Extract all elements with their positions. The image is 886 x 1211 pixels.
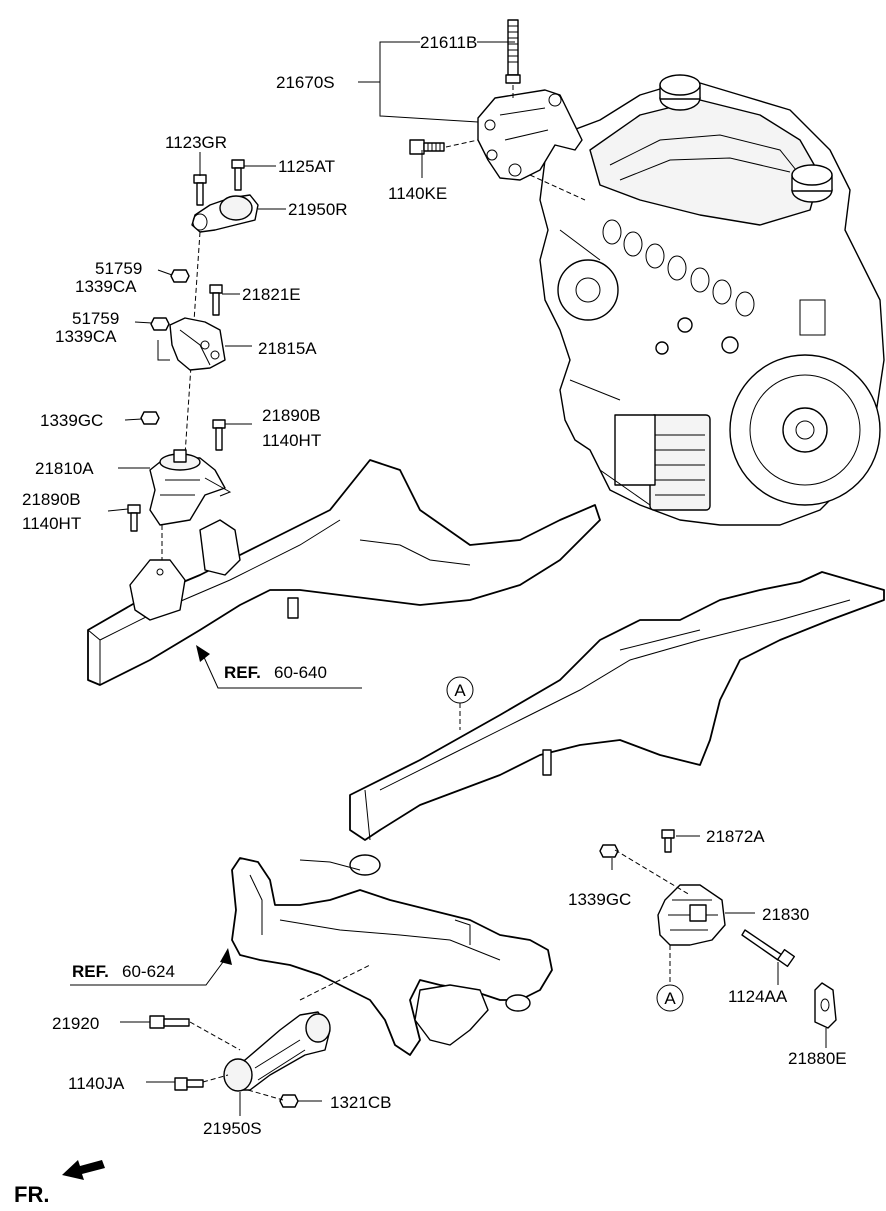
label-1339CA-lower: 1339CA [55,327,117,346]
bolt-1140KE [409,139,445,155]
side-member-rail-right [349,571,885,841]
nut-1339GC-left [140,411,160,425]
label-1339GC-right: 1339GC [568,890,631,909]
side-member-rail [87,459,601,686]
label-21880E: 21880E [788,1049,847,1068]
ref-60-624-number: 60-624 [122,962,175,981]
label-21815A: 21815A [258,339,317,358]
engine-mount-21810A [149,449,226,526]
label-1140HT-lower: 1140HT [22,514,81,533]
label-21950S: 21950S [203,1119,262,1138]
ref-60-640-number: 60-640 [274,663,327,682]
bolt-21920 [149,1015,190,1029]
label-1140KE: 1140KE [388,184,447,203]
bolt-1140HT-lower [127,504,141,532]
label-21611B: 21611B [420,33,477,52]
label-21920: 21920 [52,1014,99,1033]
label-1123GR: 1123GR [165,133,227,152]
transmission-mount-21830 [657,884,726,946]
exhaust-port-row [602,219,755,317]
label-21830: 21830 [762,905,809,924]
nut-1339CA-upper [170,269,190,283]
label-21950R: 21950R [288,200,348,219]
nut-1339CA-lower [150,317,170,331]
marker-a-lower-label: A [664,989,676,1008]
mount-bracket-21950R [191,194,259,233]
label-21670S: 21670S [276,73,335,92]
label-1321CB: 1321CB [330,1093,391,1112]
label-1339CA-upper: 1339CA [75,277,137,296]
mount-bracket-21815A [169,317,226,371]
label-21821E: 21821E [242,285,301,304]
stud-21611B [505,19,521,84]
front-subframe [231,854,553,1056]
nut-1339GC-right [599,844,619,858]
engine-assembly [539,74,885,526]
bolt-1140JA [174,1077,204,1091]
label-1339GC-left: 1339GC [40,411,103,430]
label-21890B-upper: 21890B [262,406,321,425]
bolt-1125AT [231,159,245,191]
ref-arrow-60-624 [70,948,232,986]
part-labels: 21611B 21670S 1140KE 1123GR 1125AT 21950… [14,33,847,1207]
ref-60-640-prefix: REF. [224,663,261,682]
label-21872A: 21872A [706,827,765,846]
label-51759-lower: 51759 [72,309,119,328]
ref-60-624-prefix: REF. [72,962,109,981]
bolt-21872A [661,829,675,853]
label-1140JA: 1140JA [68,1074,125,1093]
engine-bracket-21670S [477,89,583,181]
label-21810A: 21810A [35,459,94,478]
bolt-1124AA [741,929,796,968]
front-direction-arrow-icon [62,1160,105,1180]
bolt-1123GR [193,174,207,206]
label-1124AA: 1124AA [728,987,788,1006]
marker-a-upper-label: A [454,681,466,700]
leader-lines [107,41,779,1116]
marker-a-lower [656,945,684,1012]
nut-1321CB [279,1094,299,1108]
bolt-21821E [209,284,223,316]
label-1140HT-upper: 1140HT [262,431,321,450]
label-21890B-lower: 21890B [22,490,81,509]
insulator-21880E [814,982,837,1029]
bolt-1140HT-upper [212,419,226,451]
marker-a-upper [446,676,474,730]
label-1125AT: 1125AT [278,157,335,176]
roll-rod-21950S [223,1011,331,1092]
label-51759-upper: 51759 [95,259,142,278]
ref-arrow-60-640 [196,645,362,689]
front-direction-label: FR. [14,1182,49,1207]
